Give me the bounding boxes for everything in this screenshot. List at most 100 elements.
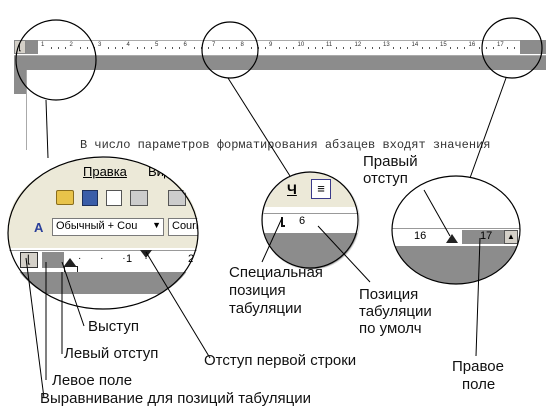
top-ruler-tick-label: 2 — [69, 42, 73, 48]
top-ruler-tick-label: 3 — [98, 42, 102, 48]
top-ruler-tick-label: 13 — [383, 42, 390, 48]
label-hanging: Выступ — [88, 318, 139, 335]
top-ruler-tick-mark — [393, 47, 395, 49]
open-folder-icon[interactable] — [56, 190, 74, 205]
first-line-indent-marker[interactable] — [140, 250, 152, 258]
zoom-left-grey-band — [8, 272, 198, 294]
zoom-mid-outline — [261, 171, 359, 269]
top-ruler-tick-label: 17 — [497, 42, 504, 48]
top-ruler-tick-label: 7 — [212, 42, 216, 48]
top-ruler-tick-label: 14 — [411, 42, 419, 48]
top-ruler-tick-mark — [450, 47, 452, 49]
label-default-tab-1: Позиция — [359, 286, 419, 303]
zoom-right: 16 17 ▲ — [392, 176, 520, 284]
top-ruler-tick-mark — [314, 47, 316, 49]
zoom-mid-ruler[interactable] — [263, 213, 359, 232]
top-ruler-tick-label: 9 — [269, 42, 273, 48]
top-ruler-tick-mark — [371, 47, 373, 49]
label-right-margin-1: Правое — [452, 358, 504, 375]
top-ruler-tick-mark — [264, 47, 266, 49]
zoom-left-margin-shade — [42, 252, 64, 268]
zoom-left: Правка Вид A Обычный + Cou ▼ Courie ⌊ 1 … — [8, 158, 198, 308]
right-margin-shade — [520, 40, 546, 54]
top-ruler-tick-mark — [407, 47, 409, 49]
label-right-indent-2: отступ — [363, 170, 408, 187]
top-ruler-tick-mark — [378, 47, 380, 49]
top-ruler-tick-label: 15 — [440, 42, 447, 48]
font-dropdown-value: Courie — [172, 220, 198, 232]
top-ruler-tick-mark — [207, 47, 209, 49]
top-ruler-tick-mark — [464, 47, 466, 49]
top-ruler-tick-mark — [421, 47, 423, 49]
print-icon[interactable] — [130, 190, 148, 206]
right-indent-marker[interactable] — [446, 234, 458, 243]
top-ruler-tick-mark — [307, 47, 309, 49]
font-dropdown[interactable]: Courie — [168, 218, 198, 236]
zoom-left-tab-selector[interactable]: ⌊ — [20, 252, 38, 268]
top-ruler-tick-mark — [200, 47, 202, 49]
top-ruler-tick-mark — [507, 47, 509, 49]
top-ruler-tick-mark — [400, 47, 402, 49]
label-default-tab-2: табуляции — [359, 303, 432, 320]
document-body-text: В число параметров форматирования абзаце… — [80, 138, 491, 152]
top-ruler-tick-label: 12 — [354, 42, 362, 48]
label-special-tab-3: табуляции — [229, 300, 302, 317]
zoom-right-grey-band — [392, 246, 520, 284]
menu-item-pravka[interactable]: Правка — [83, 164, 127, 179]
label-special-tab-2: позиция — [229, 282, 286, 299]
zoom-left-tick-1: 1 — [126, 253, 133, 265]
top-ruler-grey-band — [14, 56, 546, 70]
zoom-right-tick-17: 17 — [480, 230, 493, 242]
top-ruler-tick-mark — [58, 47, 60, 49]
save-icon[interactable] — [82, 190, 98, 206]
top-ruler-tick-label: 5 — [155, 42, 159, 48]
label-first-line: Отступ первой строки — [204, 352, 357, 369]
top-ruler-tick-label: 16 — [468, 42, 476, 48]
top-ruler-tick-mark — [86, 47, 88, 49]
style-dropdown-value: Обычный + Cou — [56, 220, 138, 232]
print2-icon[interactable] — [168, 190, 186, 206]
top-ruler-tick-mark — [478, 47, 480, 49]
chevron-down-icon: ▼ — [152, 220, 161, 230]
top-ruler-tick-mark — [136, 47, 138, 49]
top-ruler-tick-mark — [115, 47, 117, 49]
special-tab-stop-marker[interactable] — [281, 217, 285, 227]
top-ruler-tick-label: 8 — [240, 42, 244, 48]
zoom-right-tick-16: 16 — [414, 230, 427, 242]
top-ruler-tick-label: 10 — [297, 42, 305, 48]
top-ruler-tick-mark — [250, 47, 252, 49]
hanging-indent-marker[interactable] — [64, 258, 76, 266]
top-ruler-tick-label: 1 — [41, 42, 45, 48]
top-ruler-tick-mark — [457, 47, 459, 49]
style-icon[interactable]: A — [34, 220, 44, 235]
style-dropdown[interactable]: Обычный + Cou ▼ — [52, 218, 164, 236]
top-ruler-tick-mark — [193, 47, 195, 49]
zoom-left-tick-2: 2 — [188, 253, 195, 265]
top-ruler-tick-mark — [343, 47, 345, 49]
label-right-margin-2: поле — [462, 376, 496, 393]
align-left-icon[interactable]: ≡ — [311, 179, 331, 199]
scroll-up-button[interactable]: ▲ — [504, 230, 518, 244]
top-ruler-tick-mark — [122, 47, 124, 49]
top-ruler-tick-mark — [150, 47, 152, 49]
top-ruler-tick-mark — [229, 47, 231, 49]
top-ruler-tick-label: 11 — [326, 42, 333, 48]
zoom-left-outline — [7, 156, 199, 310]
label-left-indent: Левый отступ — [64, 345, 159, 362]
magnifier-left — [15, 19, 97, 101]
label-left-margin: Левое поле — [52, 372, 133, 389]
label-default-tab-3: по умолч — [359, 320, 422, 337]
print-preview-icon[interactable] — [106, 190, 122, 206]
top-ruler-tick-mark — [79, 47, 81, 49]
top-ruler-tick-label: 6 — [183, 42, 187, 48]
magnifier-right — [481, 17, 543, 79]
label-tab-align: Выравнивание для позиций табуляции — [40, 390, 311, 407]
top-ruler-tick-mark — [286, 47, 288, 49]
zoom-right-outline — [391, 175, 521, 285]
top-ruler-tick-mark — [222, 47, 224, 49]
underline-button[interactable]: Ч — [287, 181, 297, 197]
vertical-ruler-shade — [14, 70, 26, 94]
zoom-mid-grey-band — [263, 233, 359, 269]
